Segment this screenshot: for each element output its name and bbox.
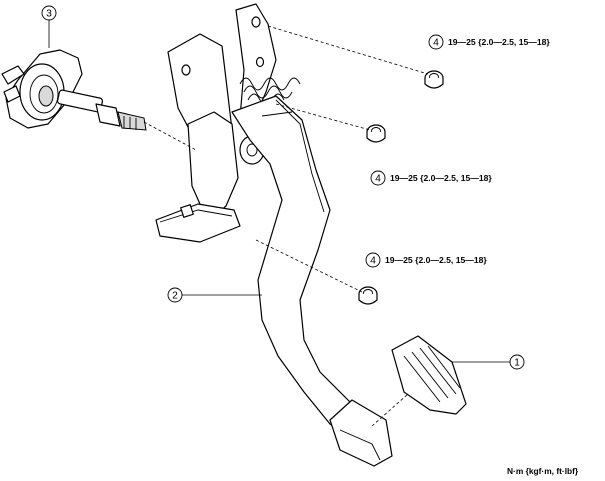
clutch-pedal-arm <box>231 95 393 467</box>
svg-text:4: 4 <box>375 174 381 185</box>
leader-lines <box>48 20 510 363</box>
svg-text:19—25 {2.0—2.5, 15—18}: 19—25 {2.0—2.5, 15—18} <box>448 37 550 47</box>
svg-text:1: 1 <box>514 358 520 369</box>
torque-callout-upper: 4 19—25 {2.0—2.5, 15—18} <box>428 34 550 50</box>
callout-3: 3 <box>41 5 57 21</box>
svg-text:2: 2 <box>172 291 178 302</box>
torque-callout-lower: 4 19—25 {2.0—2.5, 15—18} <box>365 252 487 268</box>
pedal-bracket <box>155 3 277 243</box>
callout-1: 1 <box>509 354 525 370</box>
nut-lower <box>358 286 378 305</box>
switch-assembly <box>1 49 147 131</box>
assembly-lines <box>143 25 429 427</box>
svg-text:3: 3 <box>46 9 52 20</box>
pedal-pad <box>391 335 467 415</box>
torque-callout-middle: 4 19—25 {2.0—2.5, 15—18} <box>370 170 492 186</box>
nut-upper <box>424 70 444 89</box>
unit-note: N·m {kgf·m, ft·lbf} <box>507 466 579 476</box>
callout-2: 2 <box>167 287 183 303</box>
svg-text:4: 4 <box>370 256 376 267</box>
svg-text:19—25 {2.0—2.5, 15—18}: 19—25 {2.0—2.5, 15—18} <box>390 173 492 183</box>
svg-text:19—25 {2.0—2.5, 15—18}: 19—25 {2.0—2.5, 15—18} <box>385 255 487 265</box>
nut-middle <box>366 124 386 143</box>
svg-text:4: 4 <box>433 38 439 49</box>
